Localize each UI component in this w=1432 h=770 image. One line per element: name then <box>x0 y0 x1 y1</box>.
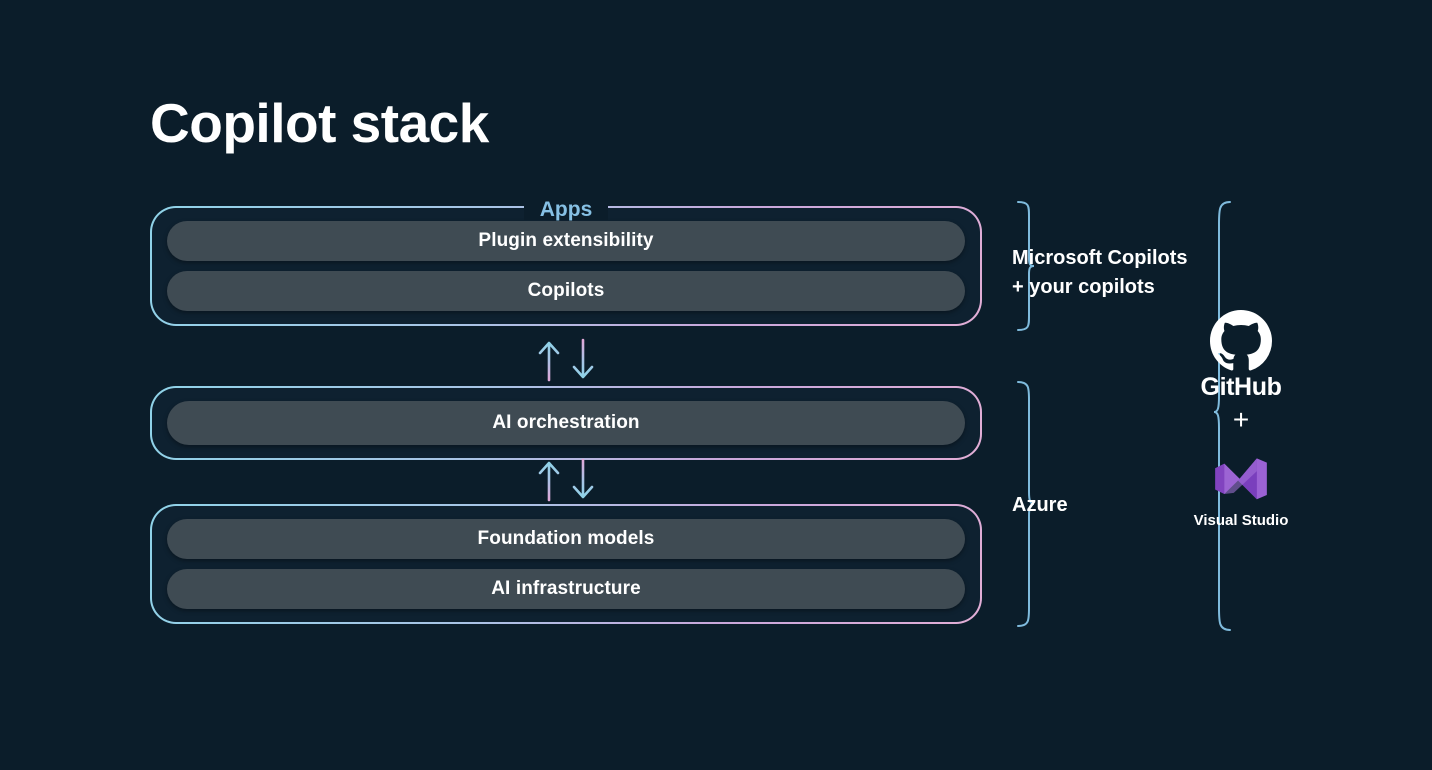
label-copilots-line2: + your copilots <box>1012 276 1155 298</box>
label-copilots-line1: Microsoft Copilots <box>1012 247 1188 269</box>
layer-apps-inner: Plugin extensibility Copilots <box>152 208 980 324</box>
brace-dev-tools <box>1213 201 1231 631</box>
stack-layer-orchestration[interactable]: AI orchestration <box>150 386 982 460</box>
stack-layer-foundation[interactable]: Foundation models AI infrastructure <box>150 504 982 624</box>
arrow-down-icon <box>572 338 594 379</box>
label-microsoft-copilots: Microsoft Copilots + your copilots <box>1012 244 1188 302</box>
visual-studio-logo: Visual Studio <box>1192 448 1290 529</box>
pill-ai-orchestration[interactable]: AI orchestration <box>167 401 965 445</box>
layer-foundation-inner: Foundation models AI infrastructure <box>152 506 980 622</box>
arrow-down-icon <box>572 458 594 499</box>
github-logo: GitHub <box>1192 310 1290 402</box>
stack-layer-apps[interactable]: Plugin extensibility Copilots <box>150 206 982 326</box>
layer-orchestration-inner: AI orchestration <box>152 388 980 458</box>
plus-icon: + <box>1232 404 1250 435</box>
brace-copilots <box>1017 201 1035 331</box>
connector-arrows-orchestration-foundation <box>150 458 982 502</box>
pill-copilots[interactable]: Copilots <box>167 271 965 311</box>
github-wordmark: GitHub <box>1200 373 1282 401</box>
visual-studio-wordmark: Visual Studio <box>1193 512 1289 529</box>
arrow-up-icon <box>538 341 560 382</box>
page-title: Copilot stack <box>150 92 489 154</box>
pill-plugin-extensibility[interactable]: Plugin extensibility <box>167 221 965 261</box>
label-azure: Azure <box>1012 494 1068 516</box>
brace-azure <box>1017 381 1035 627</box>
connector-arrows-apps-orchestration <box>150 338 982 382</box>
arrow-up-icon <box>538 461 560 502</box>
visual-studio-icon <box>1215 458 1267 500</box>
pill-ai-infrastructure[interactable]: AI infrastructure <box>167 569 965 609</box>
github-icon <box>1210 310 1272 371</box>
pill-foundation-models[interactable]: Foundation models <box>167 519 965 559</box>
